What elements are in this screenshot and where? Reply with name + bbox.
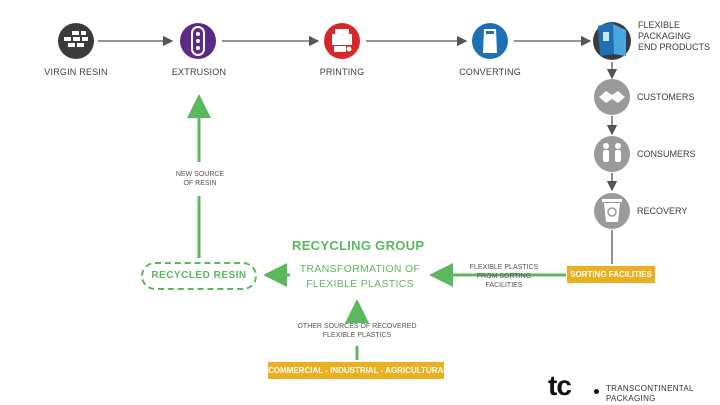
new-source-line-2: OF RESIN <box>183 180 217 187</box>
end-products-line-2: PACKAGING <box>638 31 691 41</box>
handshake-icon <box>594 79 630 115</box>
from-sorting-line-3: FACILITIES <box>485 282 523 289</box>
converting-label: CONVERTING <box>459 67 521 77</box>
from-sorting-line-1: FLEXIBLE PLASTICS <box>469 264 539 271</box>
from-sorting-note: FLEXIBLE PLASTICS FROM SORTING FACILITIE… <box>462 263 546 290</box>
virgin-resin-label: VIRGIN RESIN <box>44 67 108 77</box>
other-sources-note: OTHER SOURCES OF RECOVERED FLEXIBLE PLAS… <box>287 322 427 340</box>
extrusion-machine-icon <box>180 23 216 59</box>
packaged-products-icon <box>593 22 631 60</box>
brand-name-line-1: TRANSCONTINENTAL <box>606 384 694 393</box>
logo-dot <box>594 389 599 394</box>
recycling-subtitle-line-2: FLEXIBLE PLASTICS <box>306 278 414 290</box>
recycling-bin-icon <box>594 193 630 229</box>
people-icon <box>594 136 630 172</box>
extrusion-label: EXTRUSION <box>171 67 227 77</box>
consumers-label: CONSUMERS <box>637 149 696 159</box>
from-sorting-line-2: FROM SORTING <box>476 273 532 280</box>
recycling-group-subtitle: TRANSFORMATION OF FLEXIBLE PLASTICS <box>292 262 428 292</box>
end-products-line-3: END PRODUCTS <box>638 42 711 52</box>
end-products-label: FLEXIBLE PACKAGING END PRODUCTS <box>638 20 710 53</box>
customers-label: CUSTOMERS <box>637 92 695 102</box>
other-sources-line-2: FLEXIBLE PLASTICS <box>322 332 392 339</box>
resin-pellets-icon <box>58 23 94 59</box>
printing-label: PRINTING <box>319 67 365 77</box>
recycling-group-title: RECYCLING GROUP <box>292 238 425 253</box>
recycled-resin-box: RECYCLED RESIN <box>141 262 257 290</box>
pouch-bag-icon <box>472 23 508 59</box>
other-sources-line-1: OTHER SOURCES OF RECOVERED <box>297 323 417 330</box>
new-source-note: NEW SOURCE OF RESIN <box>165 170 235 188</box>
printing-press-icon <box>324 23 360 59</box>
sorting-facilities-badge: SORTING FACILITIES <box>567 266 655 283</box>
tc-logo: tc <box>548 370 572 401</box>
brand-name: TRANSCONTINENTAL PACKAGING <box>606 384 694 404</box>
new-source-line-1: NEW SOURCE <box>175 171 225 178</box>
recycling-subtitle-line-1: TRANSFORMATION OF <box>299 263 421 275</box>
brand-name-line-2: PACKAGING <box>606 394 656 403</box>
end-products-line-1: FLEXIBLE <box>638 20 681 30</box>
recovery-label: RECOVERY <box>637 206 688 216</box>
sectors-badge: COMMERCIAL - INDUSTRIAL - AGRICULTURAL <box>268 362 448 379</box>
